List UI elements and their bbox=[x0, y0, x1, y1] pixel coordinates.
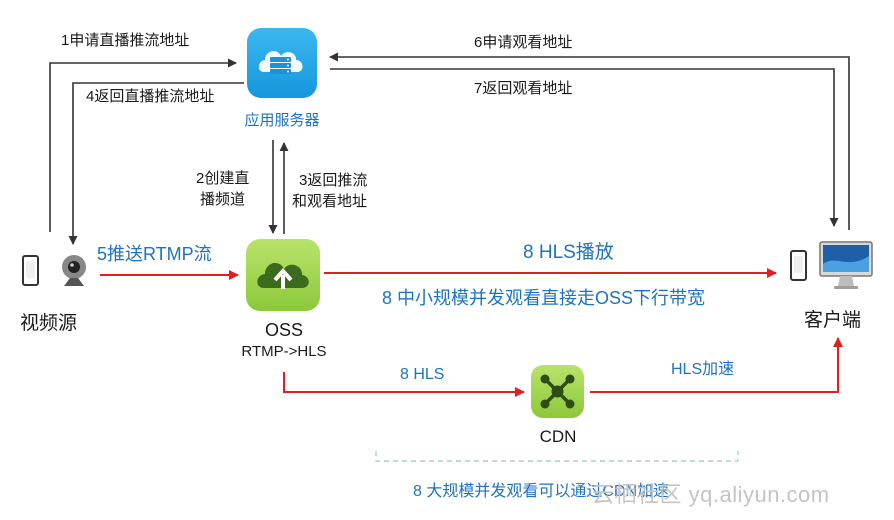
arrow-return-view-url bbox=[330, 68, 839, 227]
edge-label-return-view-url: 7返回观看地址 bbox=[474, 80, 573, 97]
oss-sublabel: RTMP->HLS bbox=[241, 343, 327, 360]
cloud-server-icon bbox=[258, 51, 303, 74]
edge-label-request-push-url: 1申请直播推流地址 bbox=[61, 32, 190, 49]
arrow-oss-to-cdn bbox=[283, 372, 525, 397]
edge-label-large-scale: 8 大规模并发观看可以通过CDN加速 bbox=[413, 483, 670, 500]
edge-label-request-view-url: 6申请观看地址 bbox=[474, 34, 573, 51]
monitor-icon bbox=[819, 241, 873, 289]
arrow-cdn-to-client bbox=[590, 337, 843, 393]
app-server-node bbox=[247, 28, 317, 98]
edge-label-return-push-url: 4返回直播推流地址 bbox=[86, 88, 215, 105]
video-source-label: 视频源 bbox=[20, 313, 78, 334]
edge-label-return-urls-1: 3返回推流 bbox=[299, 172, 368, 189]
watermark: 云栖社区 yq.aliyun.com bbox=[592, 482, 830, 507]
edge-label-hls-to-cdn: 8 HLS bbox=[400, 366, 445, 383]
edge-label-hls-play: 8 HLS播放 bbox=[523, 242, 614, 263]
arrow-return-push-url bbox=[68, 82, 244, 245]
edge-label-create-channel-2: 播频道 bbox=[200, 191, 246, 208]
edge-label-create-channel-1: 2创建直 bbox=[196, 170, 250, 187]
edge-label-hls-accel: HLS加速 bbox=[671, 361, 735, 378]
phone-icon bbox=[22, 255, 39, 286]
phone-icon bbox=[790, 250, 807, 281]
oss-label: OSS bbox=[264, 320, 303, 340]
app-server-label: 应用服务器 bbox=[244, 112, 320, 129]
edge-label-return-urls-2: 和观看地址 bbox=[292, 193, 368, 210]
oss-node bbox=[246, 239, 320, 311]
network-hub-icon bbox=[540, 374, 575, 409]
edge-label-push-rtmp: 5推送RTMP流 bbox=[97, 244, 212, 264]
cdn-node bbox=[531, 365, 584, 418]
client-label: 客户端 bbox=[804, 310, 862, 331]
cdn-label: CDN bbox=[539, 427, 577, 446]
cloud-upload-icon bbox=[257, 262, 309, 289]
webcam-icon bbox=[62, 255, 86, 286]
edge-label-small-scale: 8 中小规模并发观看直接走OSS下行带宽 bbox=[382, 288, 706, 308]
arrow-request-view-url bbox=[329, 52, 850, 230]
arrow-request-push-url bbox=[49, 58, 237, 232]
cdn-note-bracket bbox=[375, 451, 739, 462]
